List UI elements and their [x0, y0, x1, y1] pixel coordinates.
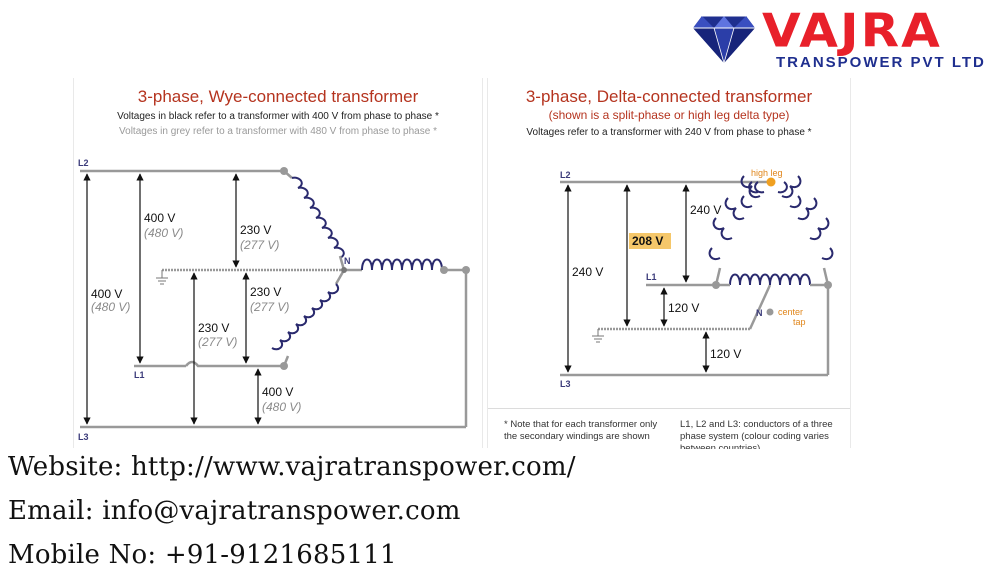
wye-winding-l2: [283, 170, 346, 271]
delta-note: Voltages refer to a transformer with 240…: [526, 127, 812, 138]
wye-v-n-l1: 230 V: [250, 285, 281, 299]
delta-label-n: N: [756, 308, 763, 318]
footnote-windings: * Note that for each transformer only th…: [504, 419, 658, 442]
brand-logo: VAJRA TRANSPOWER PVT LTD: [690, 4, 995, 76]
wye-terminal-l3b: [462, 266, 470, 274]
delta-v-n-l3: 120 V: [710, 347, 741, 361]
ground-icon: [592, 329, 604, 343]
wye-v-l2-l3: 400 V: [91, 287, 122, 301]
email-text[interactable]: Email: info@vajratranspower.com: [8, 496, 461, 526]
wye-v-n-l3: 230 V: [198, 321, 229, 335]
delta-neutral-riser: [748, 284, 772, 330]
delta-terminal-l1: [712, 281, 720, 289]
delta-footnotes: * Note that for each transformer only th…: [488, 408, 850, 449]
delta-label-l3: L3: [560, 379, 571, 389]
wye-title: 3-phase, Wye-connected transformer: [137, 87, 419, 106]
brand-name: VAJRA: [762, 4, 942, 58]
diamond-icon: [693, 15, 755, 64]
delta-terminal-center-tap: [766, 308, 774, 316]
wye-v-n-l1-alt: (277 V): [250, 300, 289, 314]
delta-v-l2-l3: 240 V: [572, 265, 603, 279]
wye-v-l2-l1-alt: (480 V): [144, 226, 183, 240]
wye-v-l2-l1: 400 V: [144, 211, 175, 225]
wye-v-l2-l3-alt: (480 V): [91, 300, 130, 314]
delta-terminal-l3: [824, 281, 832, 289]
website-text[interactable]: Website: http://www.vajratranspower.com/: [8, 452, 576, 482]
delta-v-l1-n: 120 V: [668, 301, 699, 315]
wye-label-n: N: [344, 256, 351, 266]
wye-note-black: Voltages in black refer to a transformer…: [117, 111, 439, 122]
delta-subtitle: (shown is a split-phase or high leg delt…: [548, 108, 790, 122]
delta-v-208: 208 V: [632, 234, 663, 248]
wye-label-l3: L3: [78, 432, 89, 442]
wye-label-l2: L2: [78, 158, 89, 168]
wye-v-l2-n-alt: (277 V): [240, 238, 279, 252]
delta-title: 3-phase, Delta-connected transformer: [525, 87, 813, 106]
delta-label-center: center: [778, 307, 803, 317]
delta-panel: 3-phase, Delta-connected transformer (sh…: [487, 78, 851, 449]
delta-label-tap: tap: [793, 317, 806, 327]
wye-terminal-l2: [280, 167, 288, 175]
wye-terminal-l1: [280, 362, 288, 370]
delta-winding-left: [708, 175, 765, 260]
delta-terminal-high-leg: [766, 177, 776, 187]
delta-winding-right: [777, 175, 834, 260]
wye-v-l1-l3: 400 V: [262, 385, 293, 399]
wye-l1-line-jump: [185, 360, 284, 368]
delta-v-l2-l1: 240 V: [690, 203, 721, 217]
wye-winding-l3: [344, 258, 466, 272]
delta-label-l2: L2: [560, 170, 571, 180]
wye-label-l1: L1: [134, 370, 145, 380]
wye-terminal-l3a: [440, 266, 448, 274]
wye-v-l2-n: 230 V: [240, 223, 271, 237]
delta-winding-bottom: [729, 273, 811, 286]
brand-subtitle: TRANSPOWER PVT LTD: [776, 54, 986, 71]
mobile-text[interactable]: Mobile No: +91-9121685111: [8, 540, 397, 570]
delta-208-highlight: [629, 233, 671, 249]
wye-panel: 3-phase, Wye-connected transformer Volta…: [73, 78, 483, 448]
ground-icon: [156, 270, 168, 285]
wye-v-n-l3-alt: (277 V): [198, 335, 237, 349]
wye-diagram: L2 L1 L3 N 400 V 230 V 230 V 230 V 400 V…: [78, 158, 470, 442]
delta-label-high-leg: high leg: [751, 168, 783, 178]
footnote-conductors: L1, L2 and L3: conductors of a three pha…: [680, 419, 833, 449]
delta-diagram: L2 L1 L3 N high leg center tap 240 V 240…: [560, 168, 834, 389]
wye-winding-l1: [271, 269, 346, 367]
wye-terminal-n: [341, 267, 347, 273]
delta-label-l1: L1: [646, 272, 657, 282]
wye-note-grey: Voltages in grey refer to a transformer …: [119, 126, 437, 137]
wye-v-l1-l3-alt: (480 V): [262, 400, 301, 414]
